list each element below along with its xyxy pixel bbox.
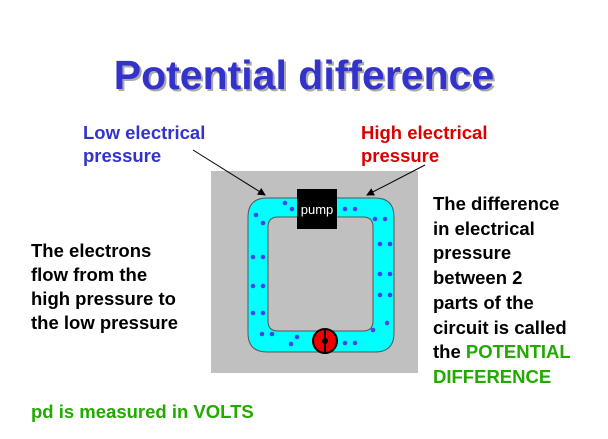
- pipe-loop: [247, 197, 395, 353]
- text-line: the low pressure: [31, 312, 179, 333]
- electron-dot: [342, 206, 348, 212]
- definition-text: The difference in electrical pressure be…: [433, 192, 571, 390]
- text-line: the: [433, 341, 461, 363]
- electron-dot: [260, 254, 266, 260]
- electron-dot: [260, 283, 266, 289]
- electron-dot: [377, 292, 383, 298]
- electrons: [250, 200, 393, 347]
- text-line: flow from the: [31, 264, 148, 285]
- low-pressure-label: Low electrical pressure: [83, 121, 205, 167]
- electron-flow-text: The electrons flow from the high pressur…: [31, 239, 178, 335]
- electron-dot: [282, 200, 288, 206]
- high-label-line: pressure: [361, 145, 440, 166]
- electron-dot: [294, 334, 300, 340]
- electron-dot: [387, 271, 393, 277]
- electron-dot: [372, 216, 378, 222]
- electron-dot: [253, 212, 259, 218]
- slide-title: Potential difference: [113, 52, 495, 98]
- bulb-icon: [312, 328, 338, 354]
- electron-dot: [342, 340, 348, 346]
- electron-dot: [387, 241, 393, 247]
- low-pressure-arrow: [192, 149, 266, 196]
- low-label-line: pressure: [83, 145, 162, 166]
- electron-dot: [260, 310, 266, 316]
- text-line: pressure: [433, 242, 512, 264]
- text-line: between 2: [433, 267, 523, 289]
- electron-dot: [250, 254, 256, 260]
- electron-dot: [250, 283, 256, 289]
- electron-dot: [384, 320, 390, 326]
- difference-highlight: DIFFERENCE: [433, 365, 552, 387]
- low-label-line: Low electrical: [83, 122, 206, 143]
- high-pressure-arrow: [366, 164, 426, 196]
- electron-dot: [352, 340, 358, 346]
- electron-dot: [259, 331, 265, 337]
- text-line: in electrical: [433, 217, 535, 239]
- high-pressure-label: High electrical pressure: [361, 121, 487, 167]
- electron-dot: [377, 241, 383, 247]
- electron-dot: [250, 310, 256, 316]
- text-line: The electrons: [31, 240, 152, 261]
- electron-dot: [260, 220, 266, 226]
- pump-label: pump: [301, 202, 334, 217]
- text-line: The difference: [433, 193, 560, 214]
- text-line: high pressure to: [31, 288, 176, 309]
- electron-dot: [382, 216, 388, 222]
- volts-text: pd is measured in VOLTS: [31, 401, 254, 422]
- text-line: circuit is called: [433, 316, 567, 338]
- electron-dot: [269, 331, 275, 337]
- text-line: parts of the: [433, 291, 534, 313]
- pump: [297, 189, 337, 229]
- electron-dot: [370, 327, 376, 333]
- potential-highlight: POTENTIAL: [465, 341, 571, 363]
- electron-dot: [289, 206, 295, 212]
- high-label-line: High electrical: [361, 122, 488, 143]
- electron-dot: [377, 271, 383, 277]
- electron-dot: [387, 292, 393, 298]
- electron-dot: [288, 341, 294, 347]
- electron-dot: [352, 206, 358, 212]
